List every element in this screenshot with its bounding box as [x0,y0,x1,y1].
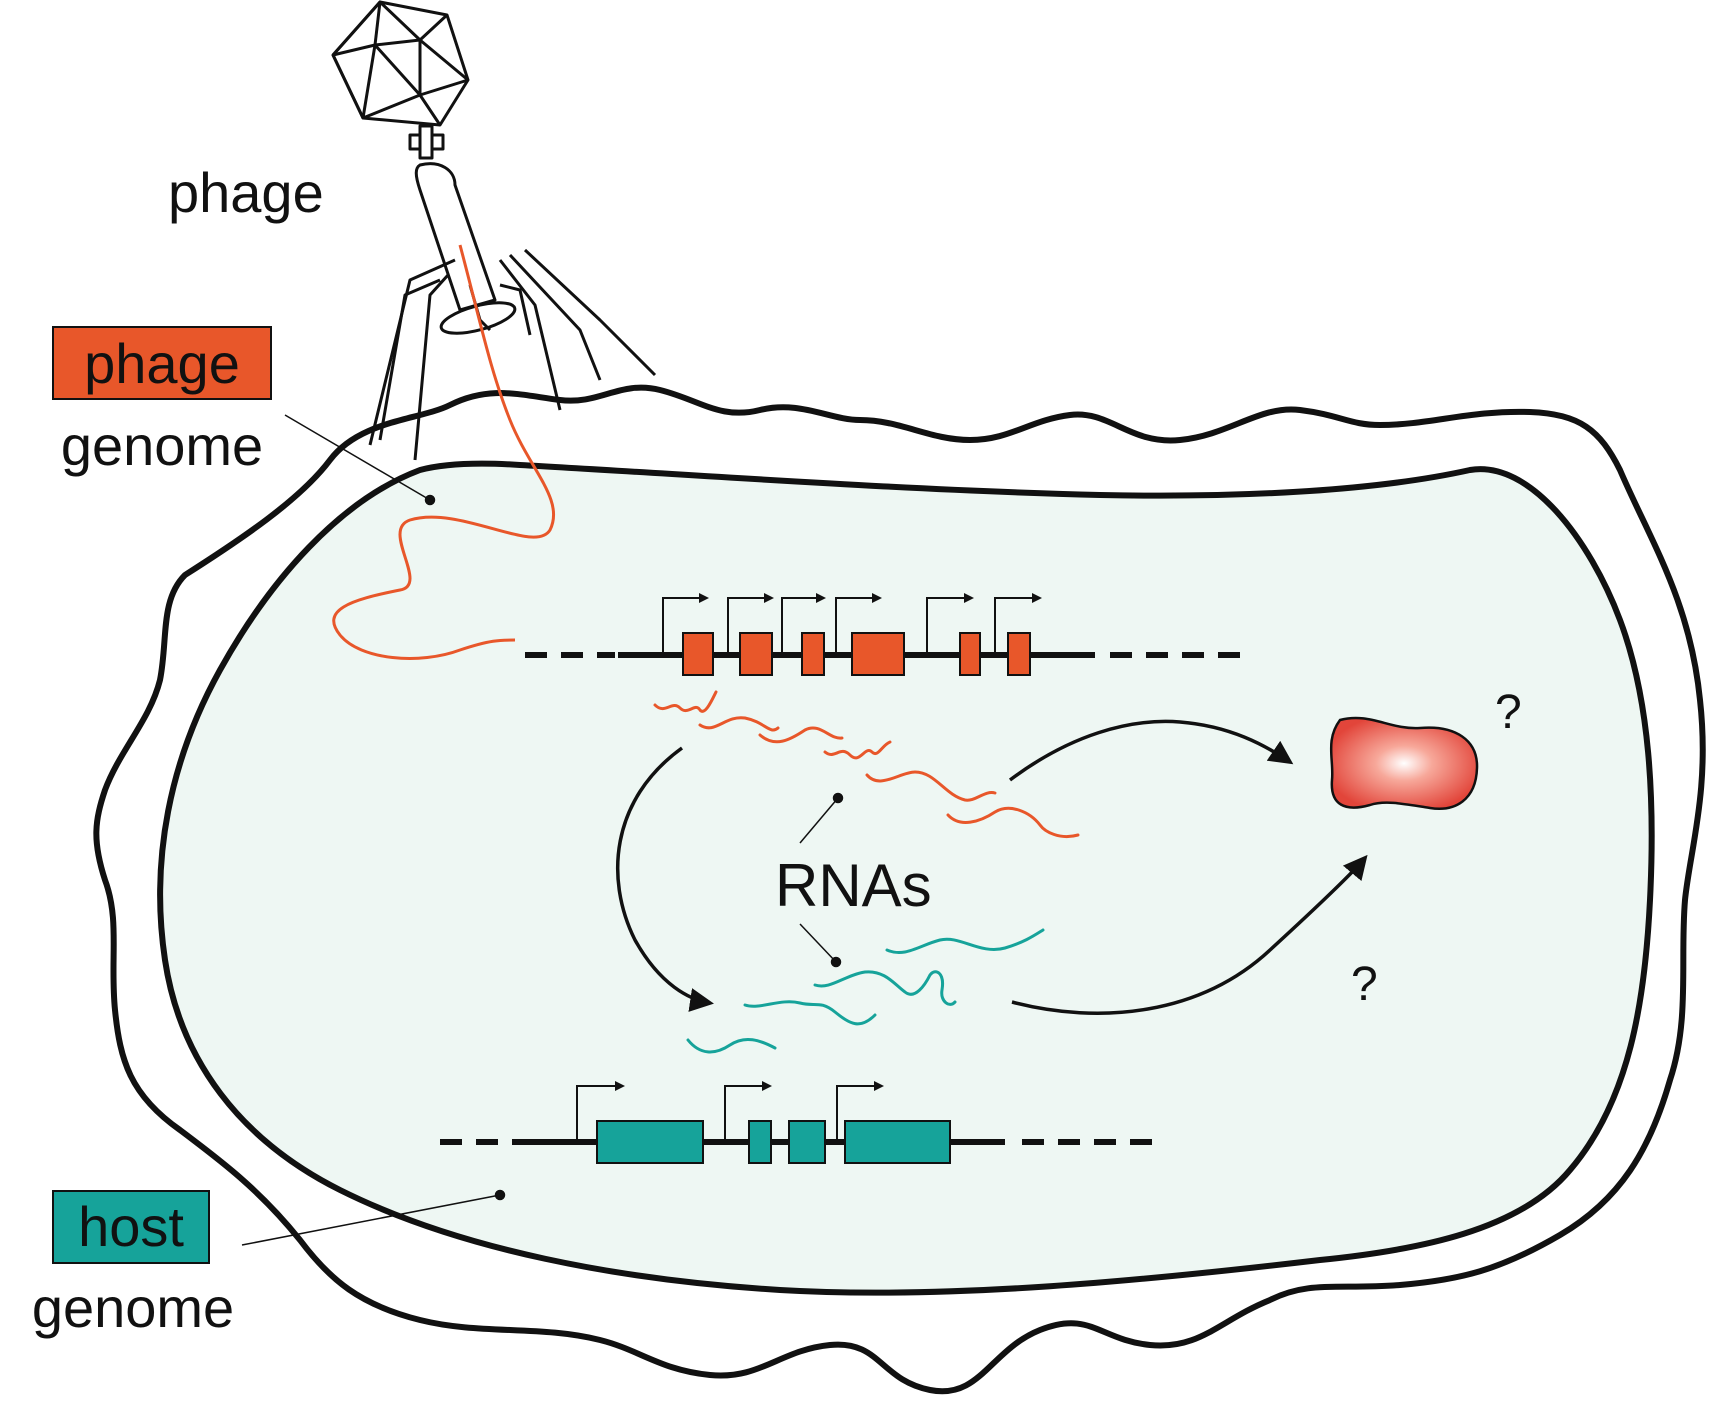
phage-gene [851,632,905,676]
promoter-arrow-icon [576,1081,625,1142]
host-genome-box-text: host [78,1195,184,1258]
host-rna [743,1000,877,1026]
phage-genome-label-box [52,326,272,400]
rnas-label: RNAs [775,852,932,919]
host-gene [844,1120,951,1164]
bacteriophage-icon [331,0,657,461]
host-genome-word: genome [32,1276,234,1339]
label-leaders [241,414,844,1246]
phage-rna [865,770,997,802]
phage-rnas [653,690,1080,839]
promoter-arrow-icon [724,1081,772,1142]
phage-rna [823,740,892,760]
host-genes [596,1120,951,1164]
promoter-arrow-icon [926,593,974,655]
question-mark-protein: ? [1495,686,1522,739]
phage-gene [1007,632,1031,676]
phage-genome-word: genome [61,414,263,477]
phage-gene [682,632,714,676]
phage-gene [801,632,825,676]
host-rna [686,1037,777,1054]
host-gene [788,1120,826,1164]
phage-genome-box-text: phage [84,332,240,395]
phage-rna [758,726,844,744]
host-rnas [686,928,1045,1054]
phage-to-host-arrow [615,746,714,1012]
phage-gene [959,632,981,676]
host-rna [813,970,957,1006]
promoter-arrow-icon [994,593,1042,655]
host-gene [596,1120,704,1164]
regulation-arrows [615,719,1368,1015]
promoter-arrow-icon [835,593,882,655]
host-genome-label-box [52,1190,210,1264]
promoter-arrow-icon [662,593,709,655]
phage-dna-strand [332,244,556,660]
phage-rna [946,806,1080,839]
host-gene [748,1120,772,1164]
phage-gene [739,632,773,676]
promoter-arrow-icon [836,1081,884,1142]
host-rna-to-protein-arrow [1011,854,1368,1015]
promoter-arrow-icon [781,593,826,655]
promoter-arrow-icon [727,593,774,655]
phage-genes [682,632,1031,676]
question-mark-host-path: ? [1351,958,1378,1011]
host-promoter-arrows [576,1081,884,1142]
protein-blob-icon [1329,716,1479,810]
host-rna [885,928,1045,955]
phage-rna [653,690,718,713]
phage-rna [698,716,780,732]
inner-cytoplasm [157,460,1655,1296]
phage-promoter-arrows [662,593,1042,655]
phage-label: phage [168,161,324,224]
phage-rna-to-protein-arrow [1008,719,1294,782]
